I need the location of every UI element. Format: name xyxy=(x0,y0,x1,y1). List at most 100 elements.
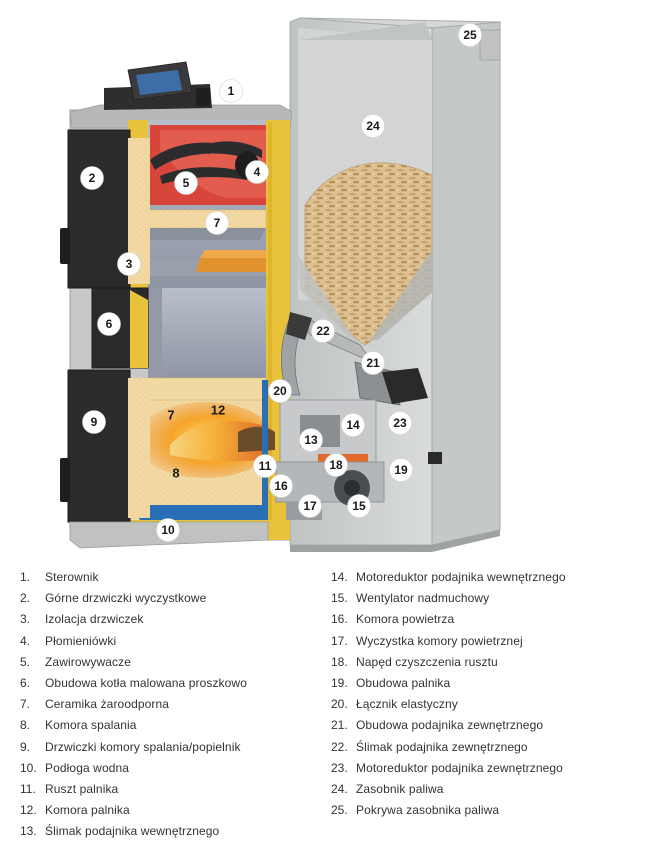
callout-number: 12 xyxy=(211,403,225,418)
legend-item-number: 11. xyxy=(20,782,36,797)
legend-item-number: 13. xyxy=(20,824,37,839)
callout-badge xyxy=(388,411,412,435)
callout-badge xyxy=(245,160,269,184)
callout-badge xyxy=(347,494,371,518)
legend-item-number: 6. xyxy=(20,676,31,691)
callout-21: 21 xyxy=(361,351,385,375)
legend-item-number: 3. xyxy=(20,612,31,627)
callout-11: 11 xyxy=(253,454,277,478)
callout-badge xyxy=(117,252,141,276)
callout-badge xyxy=(205,211,229,235)
legend-item-label: Podłoga wodna xyxy=(45,760,130,775)
legend-item-label: Łącznik elastyczny xyxy=(356,697,458,712)
legend-item-number: 22. xyxy=(331,739,348,754)
callout-number: 11 xyxy=(259,459,272,473)
legend-item-number: 21. xyxy=(331,718,348,733)
callout-4: 4 xyxy=(245,160,269,184)
callout-25: 25 xyxy=(458,23,482,47)
boiler-doors xyxy=(60,129,269,549)
legend-item-label: Ruszt palnika xyxy=(45,782,119,797)
callout-number: 20 xyxy=(273,384,287,398)
callout-number: 17 xyxy=(303,499,317,513)
legend-item-number: 15. xyxy=(331,591,348,606)
callout-number: 16 xyxy=(274,479,288,493)
callout-badge xyxy=(82,410,106,434)
legend-item-number: 7. xyxy=(20,697,31,712)
callout-badge xyxy=(174,171,198,195)
legend-item: 18.Napęd czyszczenia rusztu xyxy=(331,652,566,673)
legend-item: 21.Obudowa podajnika zewnętrznego xyxy=(331,715,566,736)
legend-item-number: 19. xyxy=(331,676,348,691)
callout-number: 19 xyxy=(394,463,408,477)
legend-item: 11. Ruszt palnika xyxy=(20,779,247,800)
legend-item: 2.Górne drzwiczki wyczystkowe xyxy=(20,588,247,609)
legend-item-label: Zawirowywacze xyxy=(45,654,131,669)
legend-item-label: Obudowa kotła malowana proszkowo xyxy=(45,676,247,691)
callout-number: 7 xyxy=(167,408,174,423)
callout-badge xyxy=(269,474,293,498)
legend-item-number: 16. xyxy=(331,612,348,627)
legend-item-label: Pokrywa zasobnika paliwa xyxy=(356,803,500,818)
legend-item-label: Obudowa palnika xyxy=(356,676,451,691)
callout-number: 2 xyxy=(89,171,96,185)
legend-item: 20. Łącznik elastyczny xyxy=(331,694,566,715)
callout-number: 22 xyxy=(316,324,330,338)
legend-item: 14.Motoreduktor podajnika wewnętrznego xyxy=(331,567,566,588)
legend-item-label: Komora powietrza xyxy=(356,612,455,627)
callout-14: 14 xyxy=(341,413,365,437)
callout-3: 3 xyxy=(117,252,141,276)
legend-item-number: 4. xyxy=(20,633,31,648)
callout-18: 18 xyxy=(324,453,348,477)
callout-17: 17 xyxy=(298,494,322,518)
legend-item-label: Płomieniówki xyxy=(45,633,117,648)
legend-item-label: Ceramika żaroodporna xyxy=(45,697,170,712)
legend-item: 8. Komora spalania xyxy=(20,715,247,736)
callout-13: 13 xyxy=(299,428,323,452)
callout-number: 5 xyxy=(183,176,190,190)
legend-item-label: Górne drzwiczki wyczystkowe xyxy=(45,591,207,606)
callout-badge xyxy=(299,428,323,452)
legend-item: 4. Płomieniówki xyxy=(20,631,247,652)
legend-item: 3.Izolacja drzwiczek xyxy=(20,609,247,630)
callout-badge xyxy=(156,518,180,542)
legend-item-number: 1. xyxy=(20,570,31,584)
legend-item-number: 8. xyxy=(20,718,31,733)
legend-item: 19. Obudowa palnika xyxy=(331,673,566,694)
boiler-cutaway-diagram: 1234567789101112131415161718192021222324… xyxy=(60,17,501,552)
callout-number: 1 xyxy=(228,84,235,98)
legend-item: 16. Komora powietrza xyxy=(331,609,566,630)
callout-badge xyxy=(361,351,385,375)
callout-badge xyxy=(311,319,335,343)
callout-badge xyxy=(324,453,348,477)
callout-15: 15 xyxy=(347,494,371,518)
legend-item-number: 5. xyxy=(20,654,31,669)
legend-item: 10.Podłoga wodna xyxy=(20,758,247,779)
callout-8: 8 xyxy=(172,466,179,481)
callout-number: 23 xyxy=(393,416,407,430)
legend-item: 23.Motoreduktor podajnika zewnętrznego xyxy=(331,758,566,779)
legend-item-label: Napęd czyszczenia rusztu xyxy=(356,654,498,669)
callout-badge xyxy=(458,23,482,47)
callout-16: 16 xyxy=(269,474,293,498)
callout-12: 12 xyxy=(211,403,225,418)
callout-23: 23 xyxy=(388,411,412,435)
pellet-fuel xyxy=(298,162,433,350)
callout-number: 8 xyxy=(172,466,179,481)
callout-number: 21 xyxy=(366,356,380,370)
legend-item-number: 20. xyxy=(331,697,348,712)
callout-badge xyxy=(389,458,413,482)
callout-5: 5 xyxy=(174,171,198,195)
callout-1: 1 xyxy=(219,79,243,103)
callout-20: 20 xyxy=(268,379,292,403)
legend-item-label: Komora spalania xyxy=(45,718,137,733)
legend-item: 13.Ślimak podajnika wewnętrznego xyxy=(20,821,247,842)
legend-item: 9.Drzwiczki komory spalania/popielnik xyxy=(20,737,247,758)
legend-item: 1.Sterownik xyxy=(20,567,247,588)
legend-item-label: Ślimak podajnika zewnętrznego xyxy=(356,739,528,754)
callout-number: 3 xyxy=(126,257,133,271)
legend-item-number: 12. xyxy=(20,803,37,818)
callout-number: 9 xyxy=(91,415,98,429)
legend-item-label: Motoreduktor podajnika wewnętrznego xyxy=(356,570,566,584)
callout-number: 24 xyxy=(366,119,380,133)
legend-item-label: Drzwiczki komory spalania/popielnik xyxy=(45,739,241,754)
